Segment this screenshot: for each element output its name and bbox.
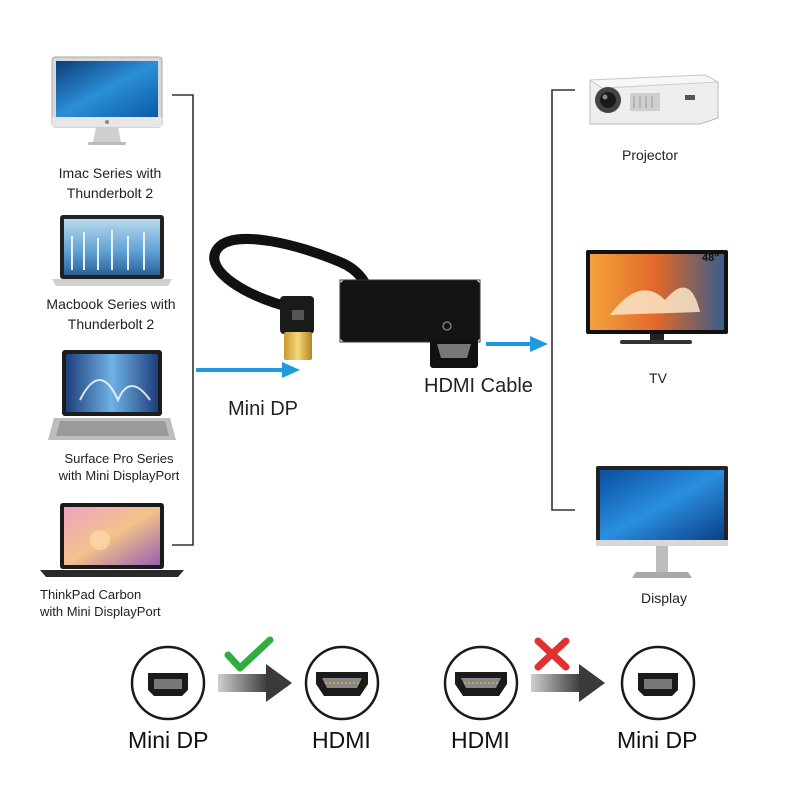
- output-label-projector: Projector: [621, 147, 679, 163]
- hdmi-port-icon: [304, 645, 380, 721]
- adapter-input-label: Mini DP: [228, 398, 299, 420]
- source-label-line: Macbook Series with: [46, 296, 176, 312]
- display-device-icon: [596, 466, 728, 578]
- source-label-imac: Imac Series with Thunderbolt 2: [40, 163, 180, 203]
- source-bracket: [172, 94, 194, 546]
- forward-arrow-icon: [218, 664, 292, 702]
- source-label-line: Thunderbolt 2: [67, 316, 155, 332]
- unsupported-from-label: HDMI: [451, 727, 510, 753]
- tv-device-icon: [586, 250, 728, 344]
- source-label-line: Thunderbolt 2: [66, 185, 154, 201]
- macbook-device-icon: [52, 215, 172, 286]
- thinkpad-device-icon: [40, 503, 184, 577]
- check-icon: [224, 636, 274, 672]
- input-flow-arrow: [196, 362, 300, 378]
- surface-pro-device-icon: [48, 350, 176, 440]
- adapter-cable-icon: [209, 233, 481, 368]
- minidp-port-icon: [130, 645, 206, 721]
- output-label-display: Display: [641, 590, 687, 606]
- source-label-surface: Surface Pro Series with Mini DisplayPort: [44, 450, 194, 484]
- unsupported-to-label: Mini DP: [617, 727, 698, 753]
- forward-arrow-icon: [531, 664, 605, 702]
- source-label-thinkpad: ThinkPad Carbon with Mini DisplayPort: [40, 586, 190, 620]
- output-flow-arrow: [486, 336, 548, 352]
- source-label-line: with Mini DisplayPort: [58, 468, 180, 483]
- adapter-output-label: HDMI Cable: [424, 375, 533, 397]
- source-label-macbook: Macbook Series with Thunderbolt 2: [30, 294, 192, 334]
- supported-to-label: HDMI: [312, 727, 371, 753]
- projector-device-icon: [588, 74, 720, 125]
- imac-device-icon: [51, 56, 163, 145]
- tv-size-badge: 48": [702, 252, 720, 264]
- minidp-port-icon: [620, 645, 696, 721]
- source-label-line: with Mini DisplayPort: [40, 604, 161, 619]
- output-label-tv: TV: [649, 370, 667, 386]
- output-bracket: [551, 89, 575, 511]
- source-label-line: Imac Series with: [58, 165, 162, 181]
- hdmi-port-icon: [443, 645, 519, 721]
- cross-icon: [534, 637, 570, 671]
- supported-from-label: Mini DP: [128, 727, 209, 753]
- source-label-line: ThinkPad Carbon: [40, 587, 142, 602]
- source-label-line: Surface Pro Series: [64, 451, 174, 466]
